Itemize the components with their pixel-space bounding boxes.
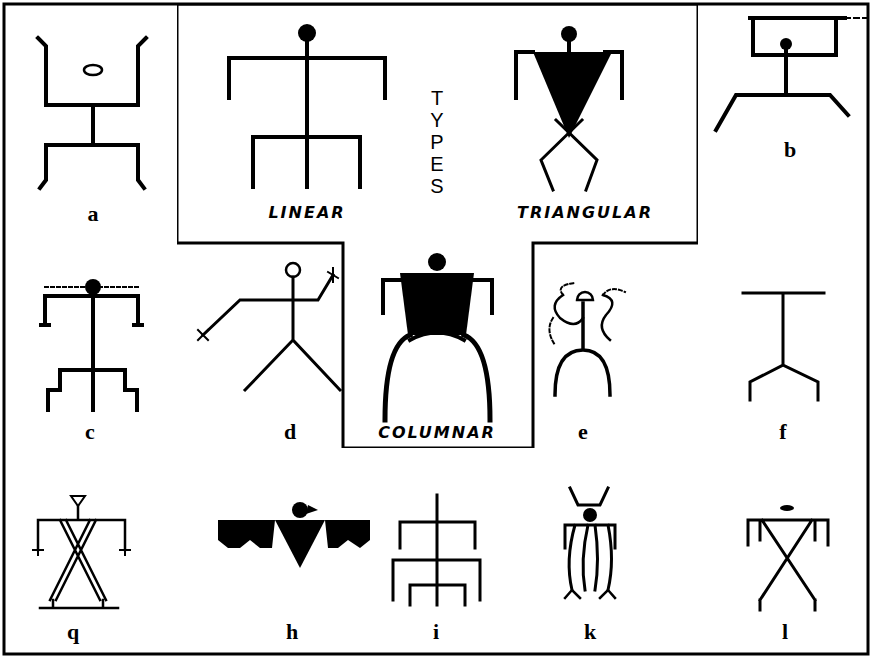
figure-letter: b	[784, 137, 796, 163]
figure-letter: h	[286, 619, 298, 645]
frame	[4, 4, 868, 654]
figure-letter: a	[88, 201, 99, 227]
figure-h	[218, 502, 370, 568]
types-panel: TYPES LINEAR TRIANGULAR COLUMNAR	[177, 4, 698, 448]
types-heading: TYPES	[427, 87, 447, 197]
figure-letter: k	[584, 619, 596, 645]
figure-i	[393, 495, 480, 605]
type-name: TRIANGULAR	[517, 203, 653, 222]
figure-l	[748, 505, 828, 610]
figure-letter: e	[578, 419, 588, 445]
figure-letter: q	[67, 619, 79, 645]
figure-f	[743, 293, 824, 400]
triangular-figure	[516, 26, 622, 190]
figure-letter: f	[779, 419, 786, 445]
figure-letter: i	[433, 619, 439, 645]
columnar-figure	[383, 253, 492, 420]
type-name: COLUMNAR	[378, 423, 496, 442]
figure-a	[38, 38, 146, 188]
type-name: LINEAR	[268, 203, 345, 222]
figure-e	[549, 283, 625, 395]
figure-q	[33, 496, 130, 608]
figure-letter: l	[782, 619, 788, 645]
figure-letter: d	[284, 419, 296, 445]
outline-shape	[177, 4, 698, 448]
figure-b	[716, 18, 866, 130]
linear-figure	[229, 24, 385, 187]
figure-c	[41, 279, 142, 410]
t-shaped-outline	[177, 4, 698, 448]
figure-letter: c	[85, 419, 95, 445]
figure-k	[565, 488, 615, 598]
figure-d	[198, 263, 340, 390]
